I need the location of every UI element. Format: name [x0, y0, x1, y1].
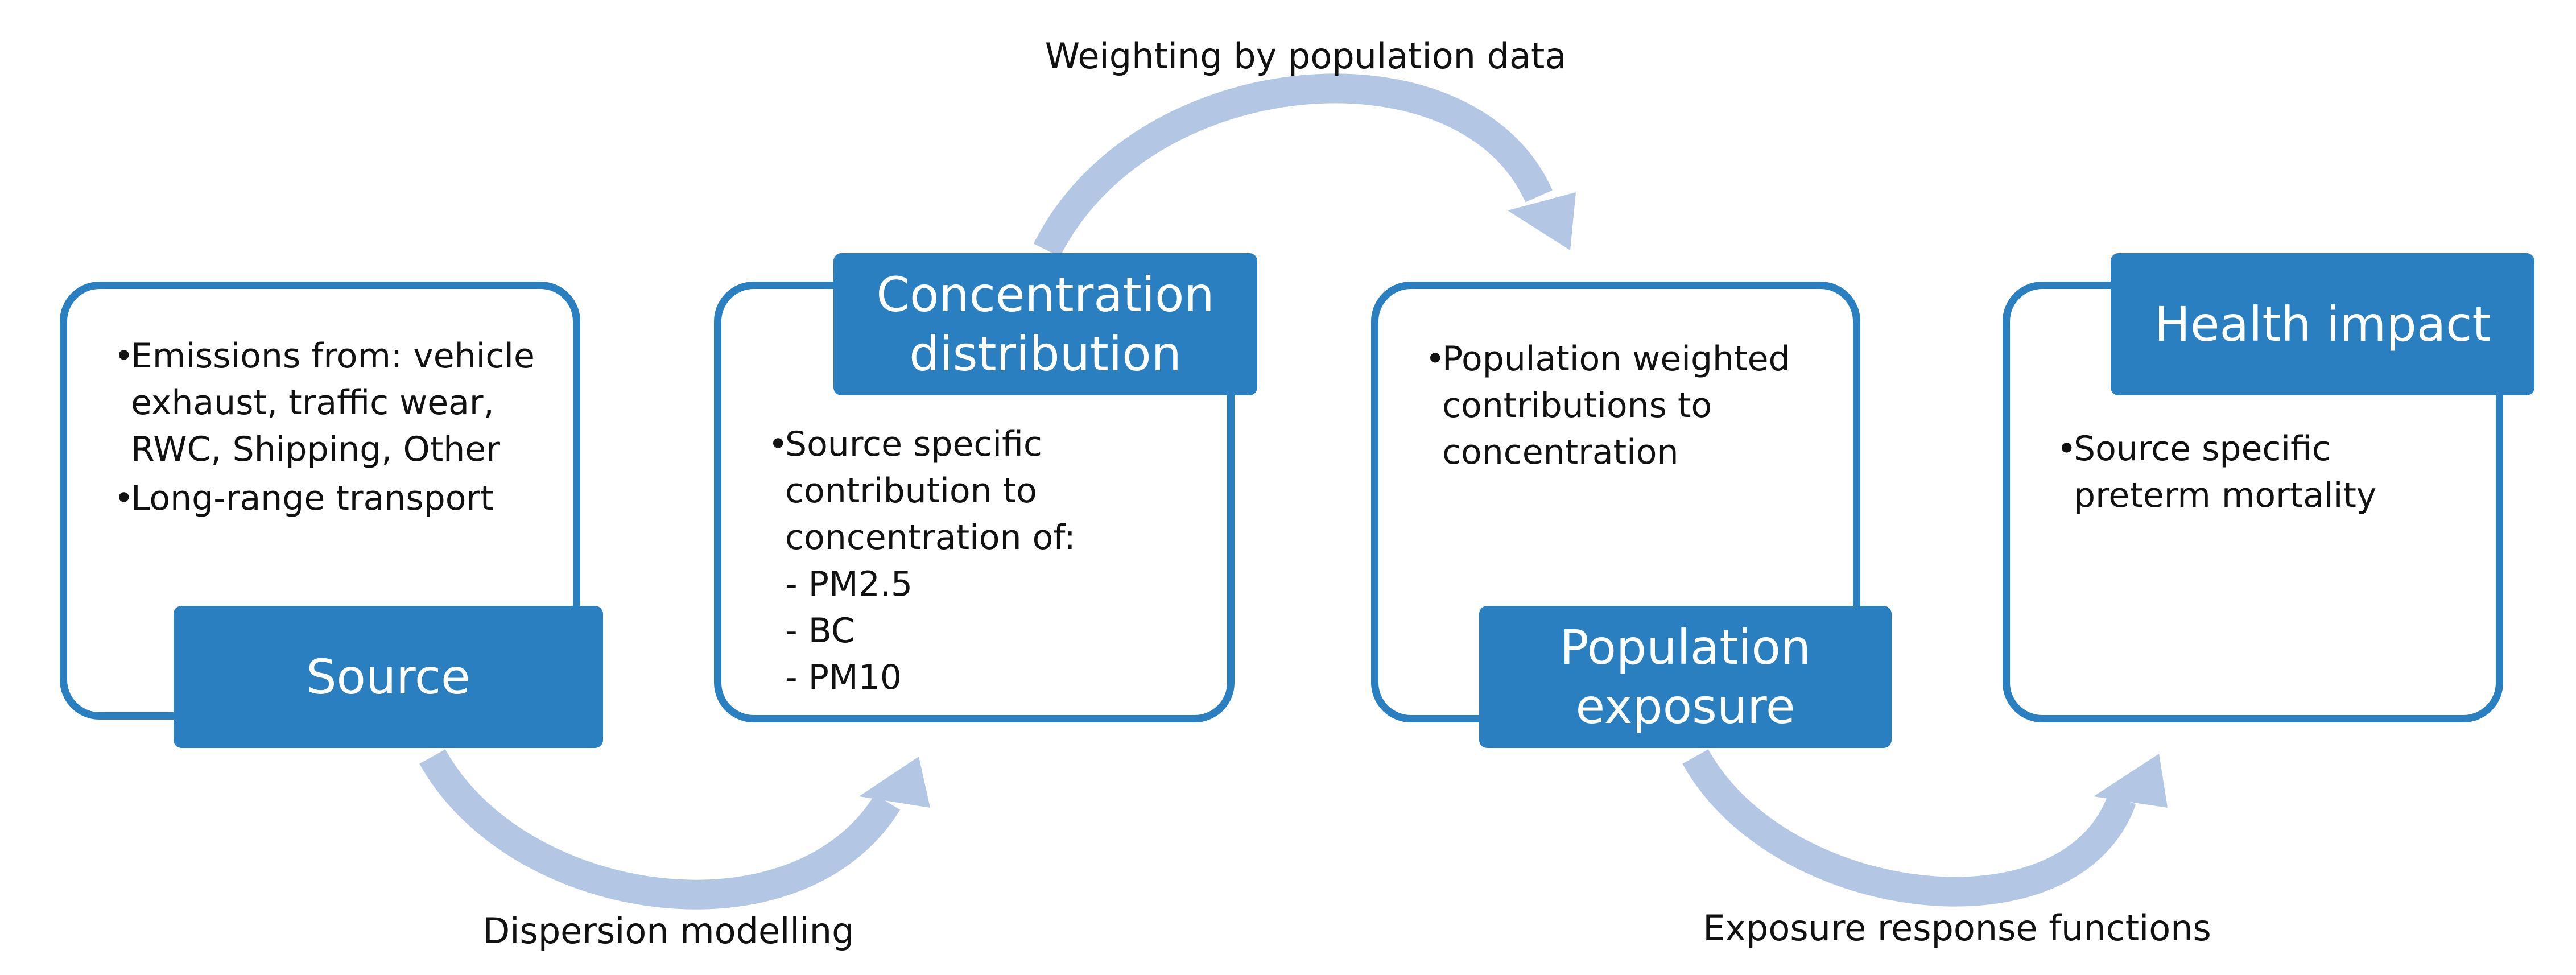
concentration-label: Concentration distribution: [833, 253, 1257, 395]
dispersion-arrow: [419, 749, 901, 910]
pollutant-list: - PM2.5 - BC - PM10: [785, 561, 1212, 701]
pollutant-pm25: - PM2.5: [785, 564, 913, 604]
health-bullet: Source specific preterm mortality: [2057, 425, 2455, 519]
weighting-arrow-head: [1508, 192, 1576, 250]
concentration-bullet: Source specific contribution to concentr…: [768, 421, 1212, 701]
concentration-bullets: Source specific contribution to concentr…: [768, 421, 1212, 701]
exposure-bullets: Population weighted contributions to con…: [1425, 336, 1806, 476]
weighting-caption: Weighting by population data: [1045, 35, 1567, 77]
health-label: Health impact: [2111, 253, 2534, 395]
source-label: Source: [174, 606, 603, 748]
exposure-response-arrow: [1682, 749, 2136, 907]
pollutant-pm10: - PM10: [785, 658, 902, 697]
source-bullets: Emissions from: vehicle exhaust, traffic…: [114, 333, 563, 522]
exposure-response-caption: Exposure response functions: [1703, 907, 2211, 949]
weighting-arrow: [1033, 73, 1553, 257]
exposure-response-arrow-head: [2094, 754, 2168, 808]
concentration-bullet-text: Source specific contribution to concentr…: [785, 424, 1076, 557]
exposure-bullet: Population weighted contributions to con…: [1425, 336, 1806, 476]
source-bullet-emissions: Emissions from: vehicle exhaust, traffic…: [114, 333, 563, 473]
source-bullet-long-range: Long-range transport: [114, 475, 563, 522]
dispersion-caption: Dispersion modelling: [482, 910, 854, 952]
pollutant-bc: - BC: [785, 611, 855, 651]
dispersion-arrow-head: [859, 757, 930, 808]
exposure-label: Population exposure: [1479, 606, 1892, 748]
health-bullets: Source specific preterm mortality: [2057, 425, 2455, 519]
